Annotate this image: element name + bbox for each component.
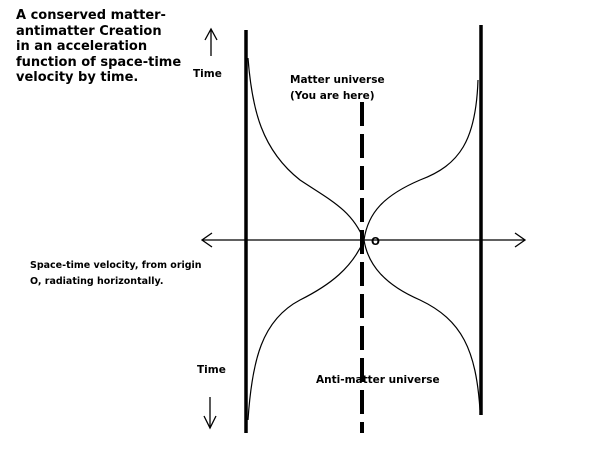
title-line: velocity by time. <box>16 70 139 85</box>
axis-left-arrowhead <box>200 232 213 248</box>
axis-right-arrowhead <box>514 232 527 248</box>
time-label-bottom: Time <box>197 364 226 376</box>
title-line: antimatter Creation <box>16 23 162 39</box>
curve-lower-left <box>247 239 365 421</box>
time-down-arrowhead <box>203 415 217 430</box>
curve-upper-right <box>363 79 479 241</box>
time-label-top: Time <box>193 68 222 80</box>
curve-lower-right <box>363 239 481 411</box>
velocity-caption: Space-time velocity, from origin O, radi… <box>30 258 202 290</box>
origin-label: O <box>371 236 380 248</box>
matter-universe-line2: (You are here) <box>290 90 375 102</box>
velocity-caption-line2: O, radiating horizontally. <box>30 276 164 287</box>
title-line: function of space-time <box>16 54 182 70</box>
title-line: in an acceleration <box>16 39 148 54</box>
matter-universe-line1: Matter universe <box>290 74 385 86</box>
curve-upper-left <box>247 57 365 241</box>
velocity-caption-line1: Space-time velocity, from origin <box>30 260 202 271</box>
antimatter-universe-label: Anti-matter universe <box>316 374 440 386</box>
title-line: A conserved matter- <box>16 8 166 23</box>
matter-universe-label: Matter universe (You are here) <box>290 72 385 104</box>
time-up-arrowhead <box>204 27 218 41</box>
diagram-title: A conserved matter- antimatter Creation … <box>16 8 181 86</box>
